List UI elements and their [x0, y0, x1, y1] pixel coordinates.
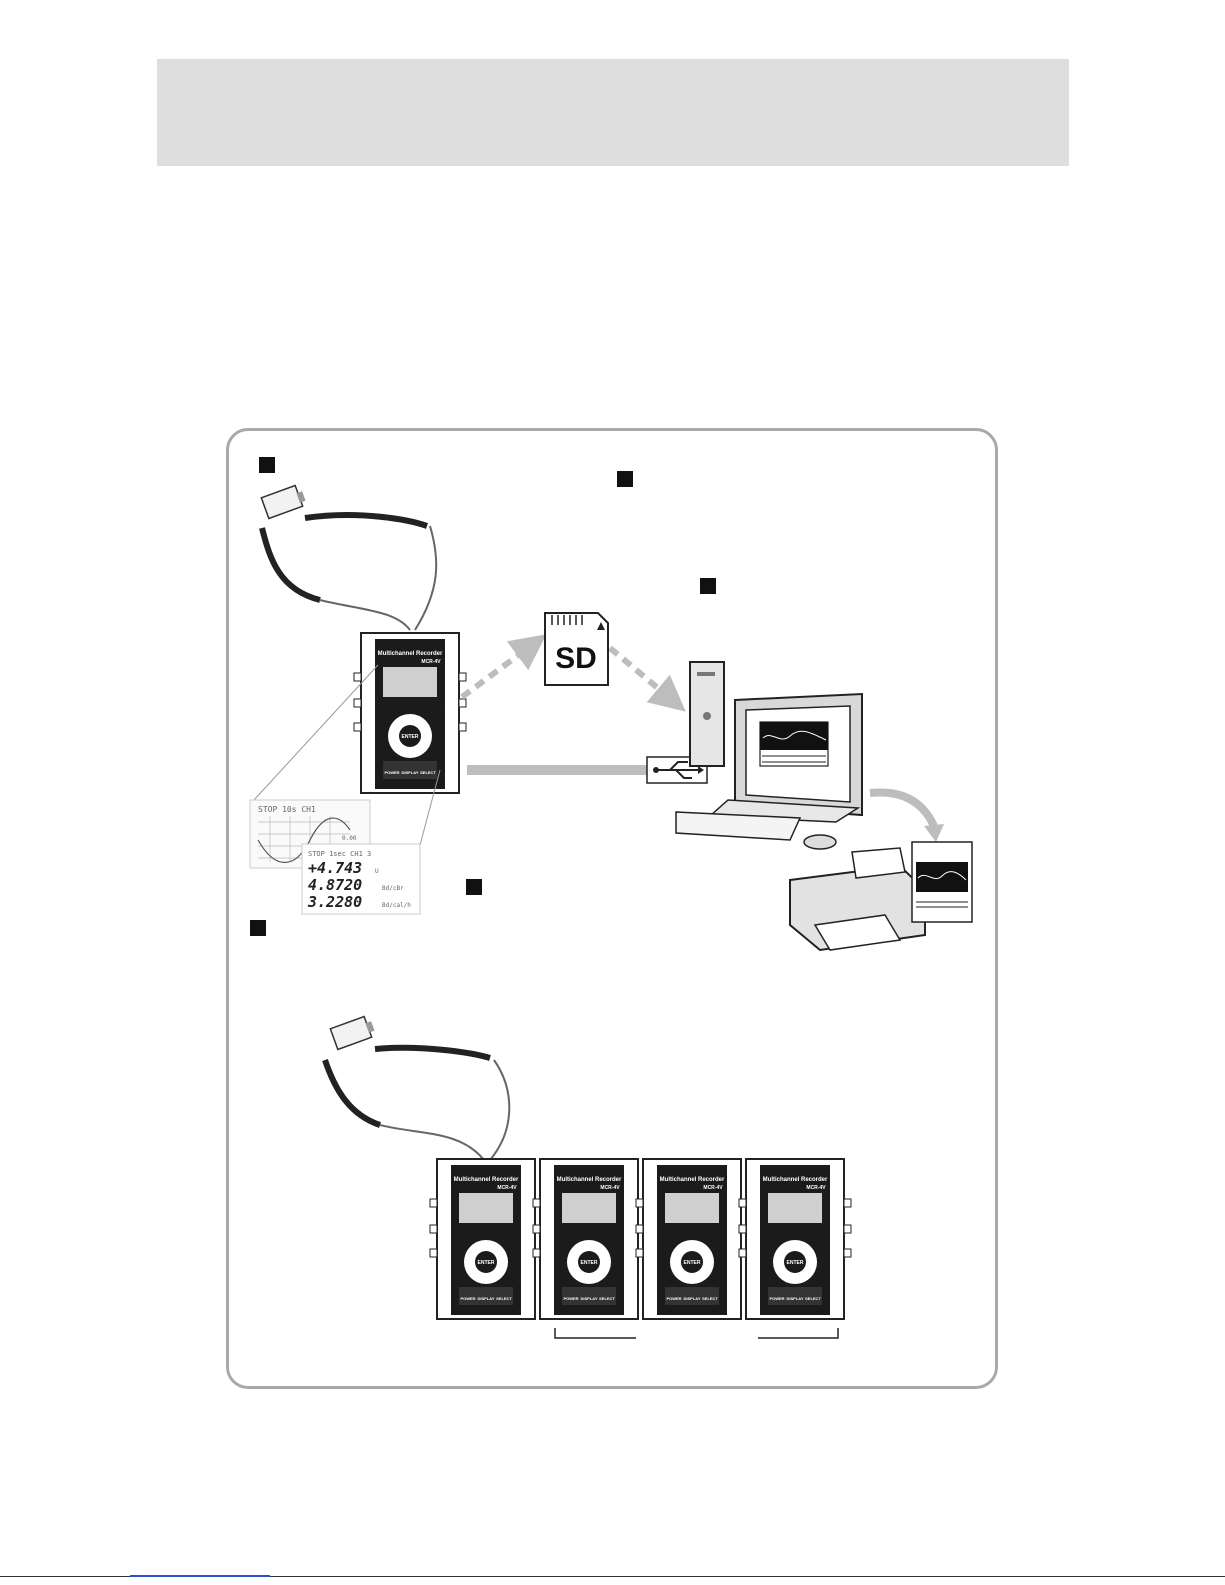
diagram-panel	[226, 428, 998, 1389]
section-marker-2	[617, 471, 633, 487]
chain-4-select: SELECT	[805, 1296, 821, 1301]
recorder-device-main: Multichannel Recorder MCR-4V T&D ENTER P…	[353, 632, 467, 794]
chain-4-display: DISPLAY	[787, 1296, 804, 1301]
sd-card-icon: SD	[544, 612, 609, 686]
section-marker-3	[700, 578, 716, 594]
lcd-graph-value: 0.00	[342, 835, 357, 842]
printout-icon	[911, 841, 973, 923]
chain-2-enter: ENTER	[581, 1260, 598, 1266]
chain-3-display: DISPLAY	[684, 1296, 701, 1301]
chain-3-power: POWER	[666, 1296, 681, 1301]
chain-3-title: Multichannel Recorder	[660, 1177, 725, 1183]
chain-2-display: DISPLAY	[581, 1296, 598, 1301]
chain-1-title: Multichannel Recorder	[454, 1177, 519, 1183]
curved-arrow-icon	[869, 788, 938, 828]
battery-icon	[260, 484, 306, 520]
device-button-select: SELECT	[420, 770, 436, 775]
lcd-values-screen: STOP 1sec CH1 3 +4.743 U 4.8720 Bd/cBr 3…	[301, 843, 421, 915]
printer-icon	[789, 847, 926, 952]
lcd-reading-2-unit: Bd/cBr	[382, 885, 404, 892]
chain-1-power: POWER	[460, 1296, 475, 1301]
chain-4-code: MCR-4V	[806, 1185, 826, 1191]
device-enter: ENTER	[402, 734, 419, 740]
chain-2-title: Multichannel Recorder	[557, 1177, 622, 1183]
lcd-reading-1: +4.743	[308, 859, 362, 877]
chain-3-code: MCR-4V	[703, 1185, 723, 1191]
lcd-graph-header: STOP 10s CH1	[258, 805, 316, 814]
footer-rule	[0, 1576, 1225, 1577]
chain-4-enter: ENTER	[787, 1260, 804, 1266]
device-title: Multichannel Recorder	[378, 651, 443, 657]
section-marker-4	[466, 879, 482, 895]
chain-4-title: Multichannel Recorder	[763, 1177, 828, 1183]
lcd-reading-3-unit: Bd/cal/h	[382, 902, 411, 909]
bracket-right	[758, 1328, 839, 1339]
recorder-device-chain-1: Multichannel Recorder MCR-4V T&D ENTER P…	[429, 1158, 543, 1320]
usb-icon	[646, 756, 708, 784]
device-button-power: POWER	[384, 770, 399, 775]
lcd-reading-1-unit: U	[375, 868, 379, 875]
chain-3-select: SELECT	[702, 1296, 718, 1301]
probe-icon	[259, 512, 438, 631]
section-marker-5	[250, 920, 266, 936]
sd-card-label: SD	[555, 642, 597, 675]
lcd-reading-3: 3.2280	[307, 893, 362, 911]
lcd-values-header: STOP 1sec CH1 3	[308, 850, 371, 858]
chain-4-power: POWER	[769, 1296, 784, 1301]
usb-cable	[467, 765, 647, 775]
header-band	[157, 59, 1069, 166]
chain-2-select: SELECT	[599, 1296, 615, 1301]
arrow-device-to-sd	[460, 634, 547, 700]
chain-3-enter: ENTER	[684, 1260, 701, 1266]
chain-1-brand: T&D	[521, 1232, 534, 1238]
chain-1-display: DISPLAY	[478, 1296, 495, 1301]
zoom-line-1	[253, 664, 379, 801]
device-button-display: DISPLAY	[402, 770, 419, 775]
computer-icon	[675, 661, 863, 850]
arrow-sd-to-pc	[608, 645, 686, 712]
recorder-device-chain-4: Multichannel Recorder MCR-4V T&D ENTER P…	[738, 1158, 852, 1320]
chain-2-code: MCR-4V	[600, 1185, 620, 1191]
lcd-reading-2: 4.8720	[308, 876, 362, 894]
chain-1-select: SELECT	[496, 1296, 512, 1301]
recorder-device-chain-2: Multichannel Recorder MCR-4V T&D ENTER P…	[532, 1158, 646, 1320]
bracket-left	[554, 1328, 636, 1339]
chain-4-brand: T&D	[830, 1232, 843, 1238]
recorder-device-chain-3: Multichannel Recorder MCR-4V T&D ENTER P…	[635, 1158, 749, 1320]
section-marker-1	[259, 457, 275, 473]
chain-2-brand: T&D	[624, 1232, 637, 1238]
probe-icon-2	[322, 1044, 511, 1161]
zoom-line-2	[419, 769, 441, 846]
battery-icon-2	[329, 1015, 375, 1051]
footer-link-underline[interactable]	[130, 1575, 270, 1577]
chain-1-enter: ENTER	[478, 1260, 495, 1266]
chain-2-power: POWER	[563, 1296, 578, 1301]
device-code: MCR-4V	[421, 659, 441, 665]
chain-3-brand: T&D	[727, 1232, 740, 1238]
device-brand: T&D	[445, 706, 458, 712]
chain-1-code: MCR-4V	[497, 1185, 517, 1191]
